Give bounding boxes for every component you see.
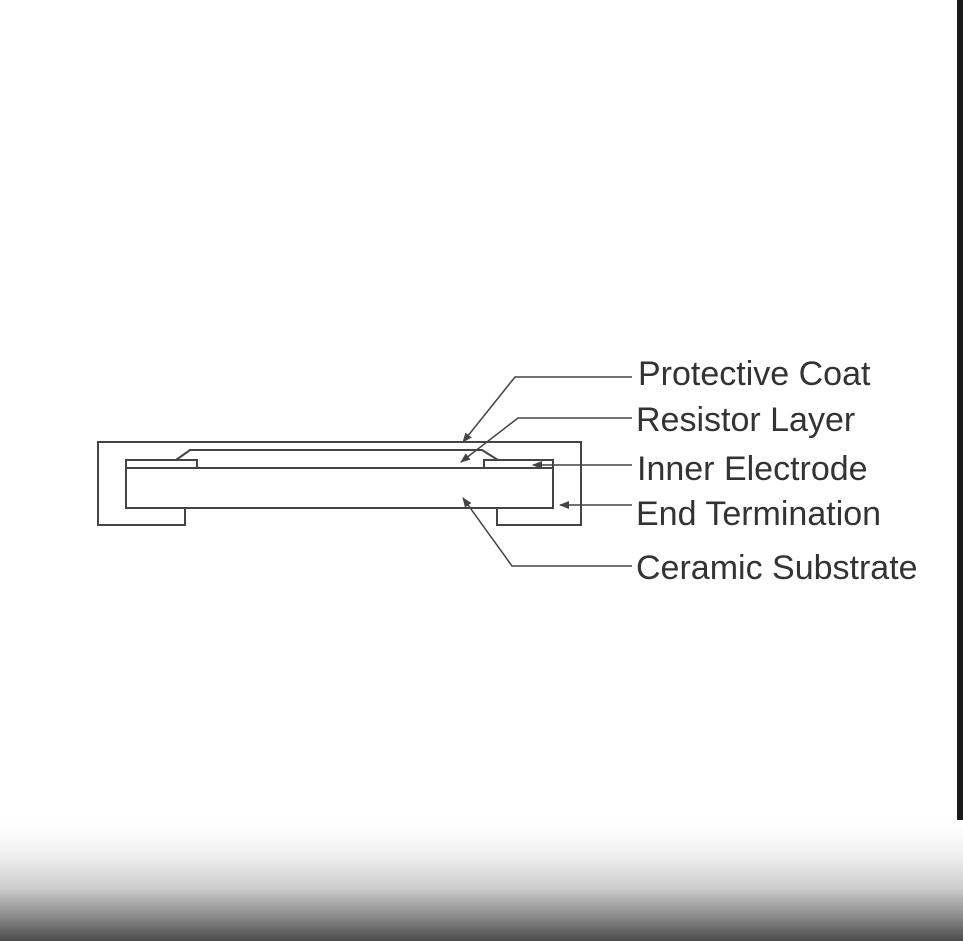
protective-coat-label: Protective Coat (638, 355, 871, 393)
resistor-layer-shape (175, 449, 499, 461)
ceramic-substrate-leader (462, 497, 632, 567)
protective-coat-leader (462, 376, 632, 443)
ceramic-substrate-label: Ceramic Substrate (636, 549, 918, 587)
right-inner-electrode (483, 459, 554, 469)
right-end-termination (496, 441, 582, 526)
bottom-gradient-overlay (0, 820, 963, 941)
end-termination-label: End Termination (636, 495, 881, 533)
window-edge (957, 0, 963, 941)
resistor-layer-label: Resistor Layer (636, 401, 855, 439)
left-end-termination (97, 441, 186, 526)
inner-electrode-label: Inner Electrode (637, 450, 868, 488)
resistor-layer-leader (460, 417, 632, 463)
ceramic-substrate-body (125, 467, 554, 509)
left-inner-electrode (125, 459, 198, 469)
